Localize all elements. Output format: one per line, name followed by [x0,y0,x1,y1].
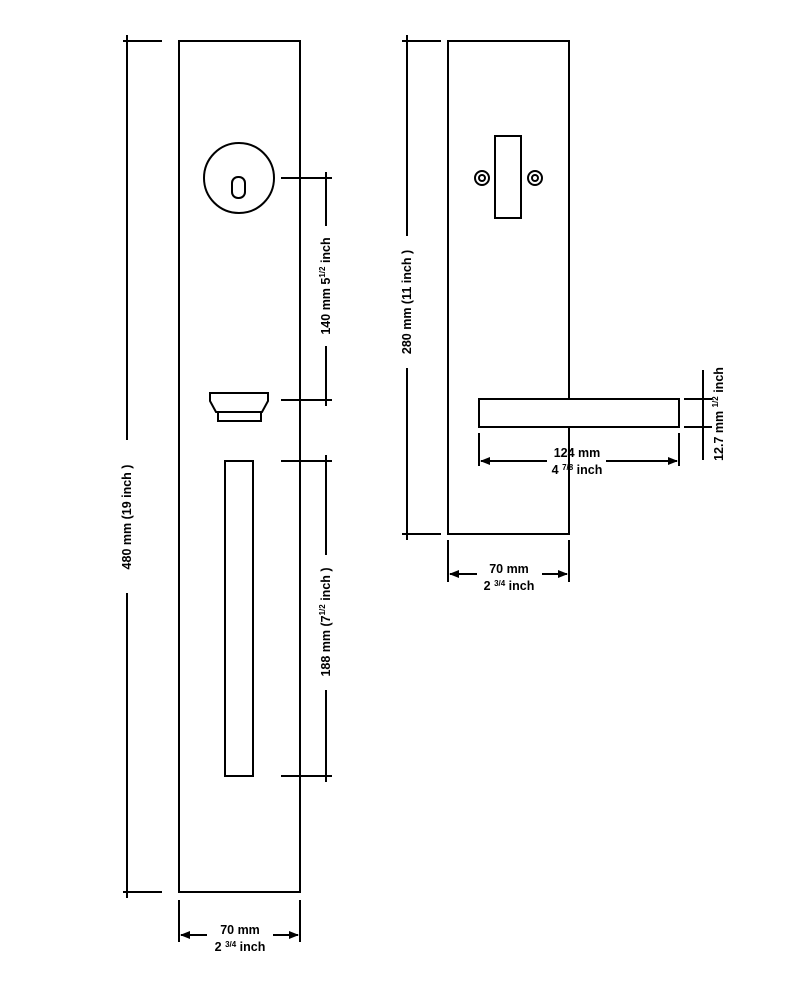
lever-length-mm: 124 mm [554,446,601,460]
right-width-inch: 2 3/4 inch [484,579,535,593]
left-height-label: 480 mm (19 inch ) [120,465,134,570]
grip-length-label: 188 mm (71/2 inch ) [318,567,333,676]
screw-right-inner-icon [531,174,539,182]
screw-left-icon [474,170,490,186]
right-width-mm: 70 mm [489,562,529,576]
lever-length-inch: 4 7/8 inch [552,463,603,477]
right-height-label: 280 mm (11 inch ) [400,250,414,354]
left-escutcheon-plate [178,40,301,893]
thumbturn-slot-icon [231,176,246,199]
left-plate-group [123,35,332,942]
deadbolt-thumbturn-icon [203,142,275,214]
left-labels: 480 mm (19 inch ) 140 mm 51/2 inch 188 m… [120,237,333,954]
thumb-latch-icon [209,392,269,413]
grip-handle [224,460,254,777]
left-width-inch: 2 3/4 inch [215,940,266,954]
lever-handle [478,398,680,428]
right-escutcheon-plate [447,40,570,535]
deadbolt-spacing-label: 140 mm 51/2 inch [318,237,333,334]
right-labels: 280 mm (11 inch ) 70 mm 2 3/4 inch 124 m… [400,250,726,593]
left-width-mm: 70 mm [220,923,260,937]
screw-left-inner-icon [478,174,486,182]
right-plate-group [402,35,712,582]
screw-right-icon [527,170,543,186]
thumb-latch-base [217,411,262,422]
lever-thickness-label: 12.7 mm 1/2 inch [711,367,726,461]
lock-cylinder-slot [494,135,522,219]
